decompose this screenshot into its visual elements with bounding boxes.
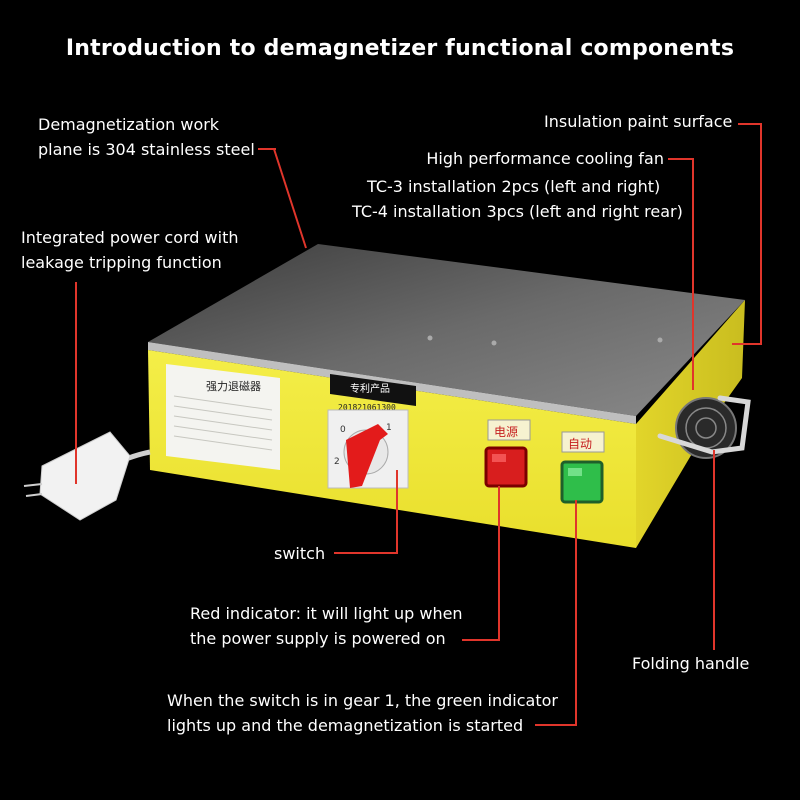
leader-green-h — [535, 724, 577, 726]
leader-fan-v — [692, 158, 694, 390]
callout-fan-tc4: TC-4 installation 3pcs (left and right r… — [352, 202, 683, 221]
rotary-switch-knob — [346, 424, 388, 488]
leader-insulation-v — [760, 123, 762, 345]
svg-text:2: 2 — [334, 457, 340, 467]
patent-label-text: 专利产品 — [350, 382, 390, 395]
leader-switch-h — [334, 552, 398, 554]
leader-green-v — [575, 500, 577, 726]
svg-text:1: 1 — [386, 423, 392, 433]
callout-fan: High performance cooling fan — [426, 149, 664, 168]
leader-power-cord-v — [75, 282, 77, 484]
callout-switch: switch — [274, 544, 326, 563]
nameplate — [166, 364, 280, 470]
patent-number: 201821061300 — [338, 403, 396, 412]
switch-plate — [327, 409, 409, 489]
nameplate-title: 强力退磁器 — [206, 380, 261, 393]
auto-label: 自动 — [568, 437, 592, 451]
callout-folding-handle: Folding handle — [632, 654, 750, 673]
leader-red-v — [498, 486, 500, 641]
power-label: 电源 — [494, 425, 518, 439]
callout-fan-tc3: TC-3 installation 2pcs (left and right) — [367, 177, 661, 196]
svg-text:0: 0 — [340, 425, 346, 435]
leader-fan-h — [668, 158, 694, 160]
folding-handle — [657, 395, 751, 455]
stainless-work-plane — [148, 244, 745, 416]
callout-green-indicator: When the switch is in gear 1, the green … — [167, 691, 558, 735]
leader-handle-v — [713, 450, 715, 650]
callout-work-plane: Demagnetization work plane is 304 stainl… — [38, 115, 255, 159]
callout-insulation: Insulation paint surface — [544, 112, 733, 131]
leader-insulation-h — [738, 123, 762, 125]
callout-red-indicator: Red indicator: it will light up when the… — [190, 604, 463, 648]
leader-insulation-h2 — [732, 343, 762, 345]
callout-power-cord: Integrated power cord with leakage tripp… — [21, 228, 239, 272]
leader-work-plane-h — [258, 148, 276, 150]
leader-switch-v — [396, 470, 398, 554]
page-title: Introduction to demagnetizer functional … — [65, 36, 735, 61]
leader-red-h — [462, 639, 500, 641]
patent-label — [330, 374, 416, 406]
